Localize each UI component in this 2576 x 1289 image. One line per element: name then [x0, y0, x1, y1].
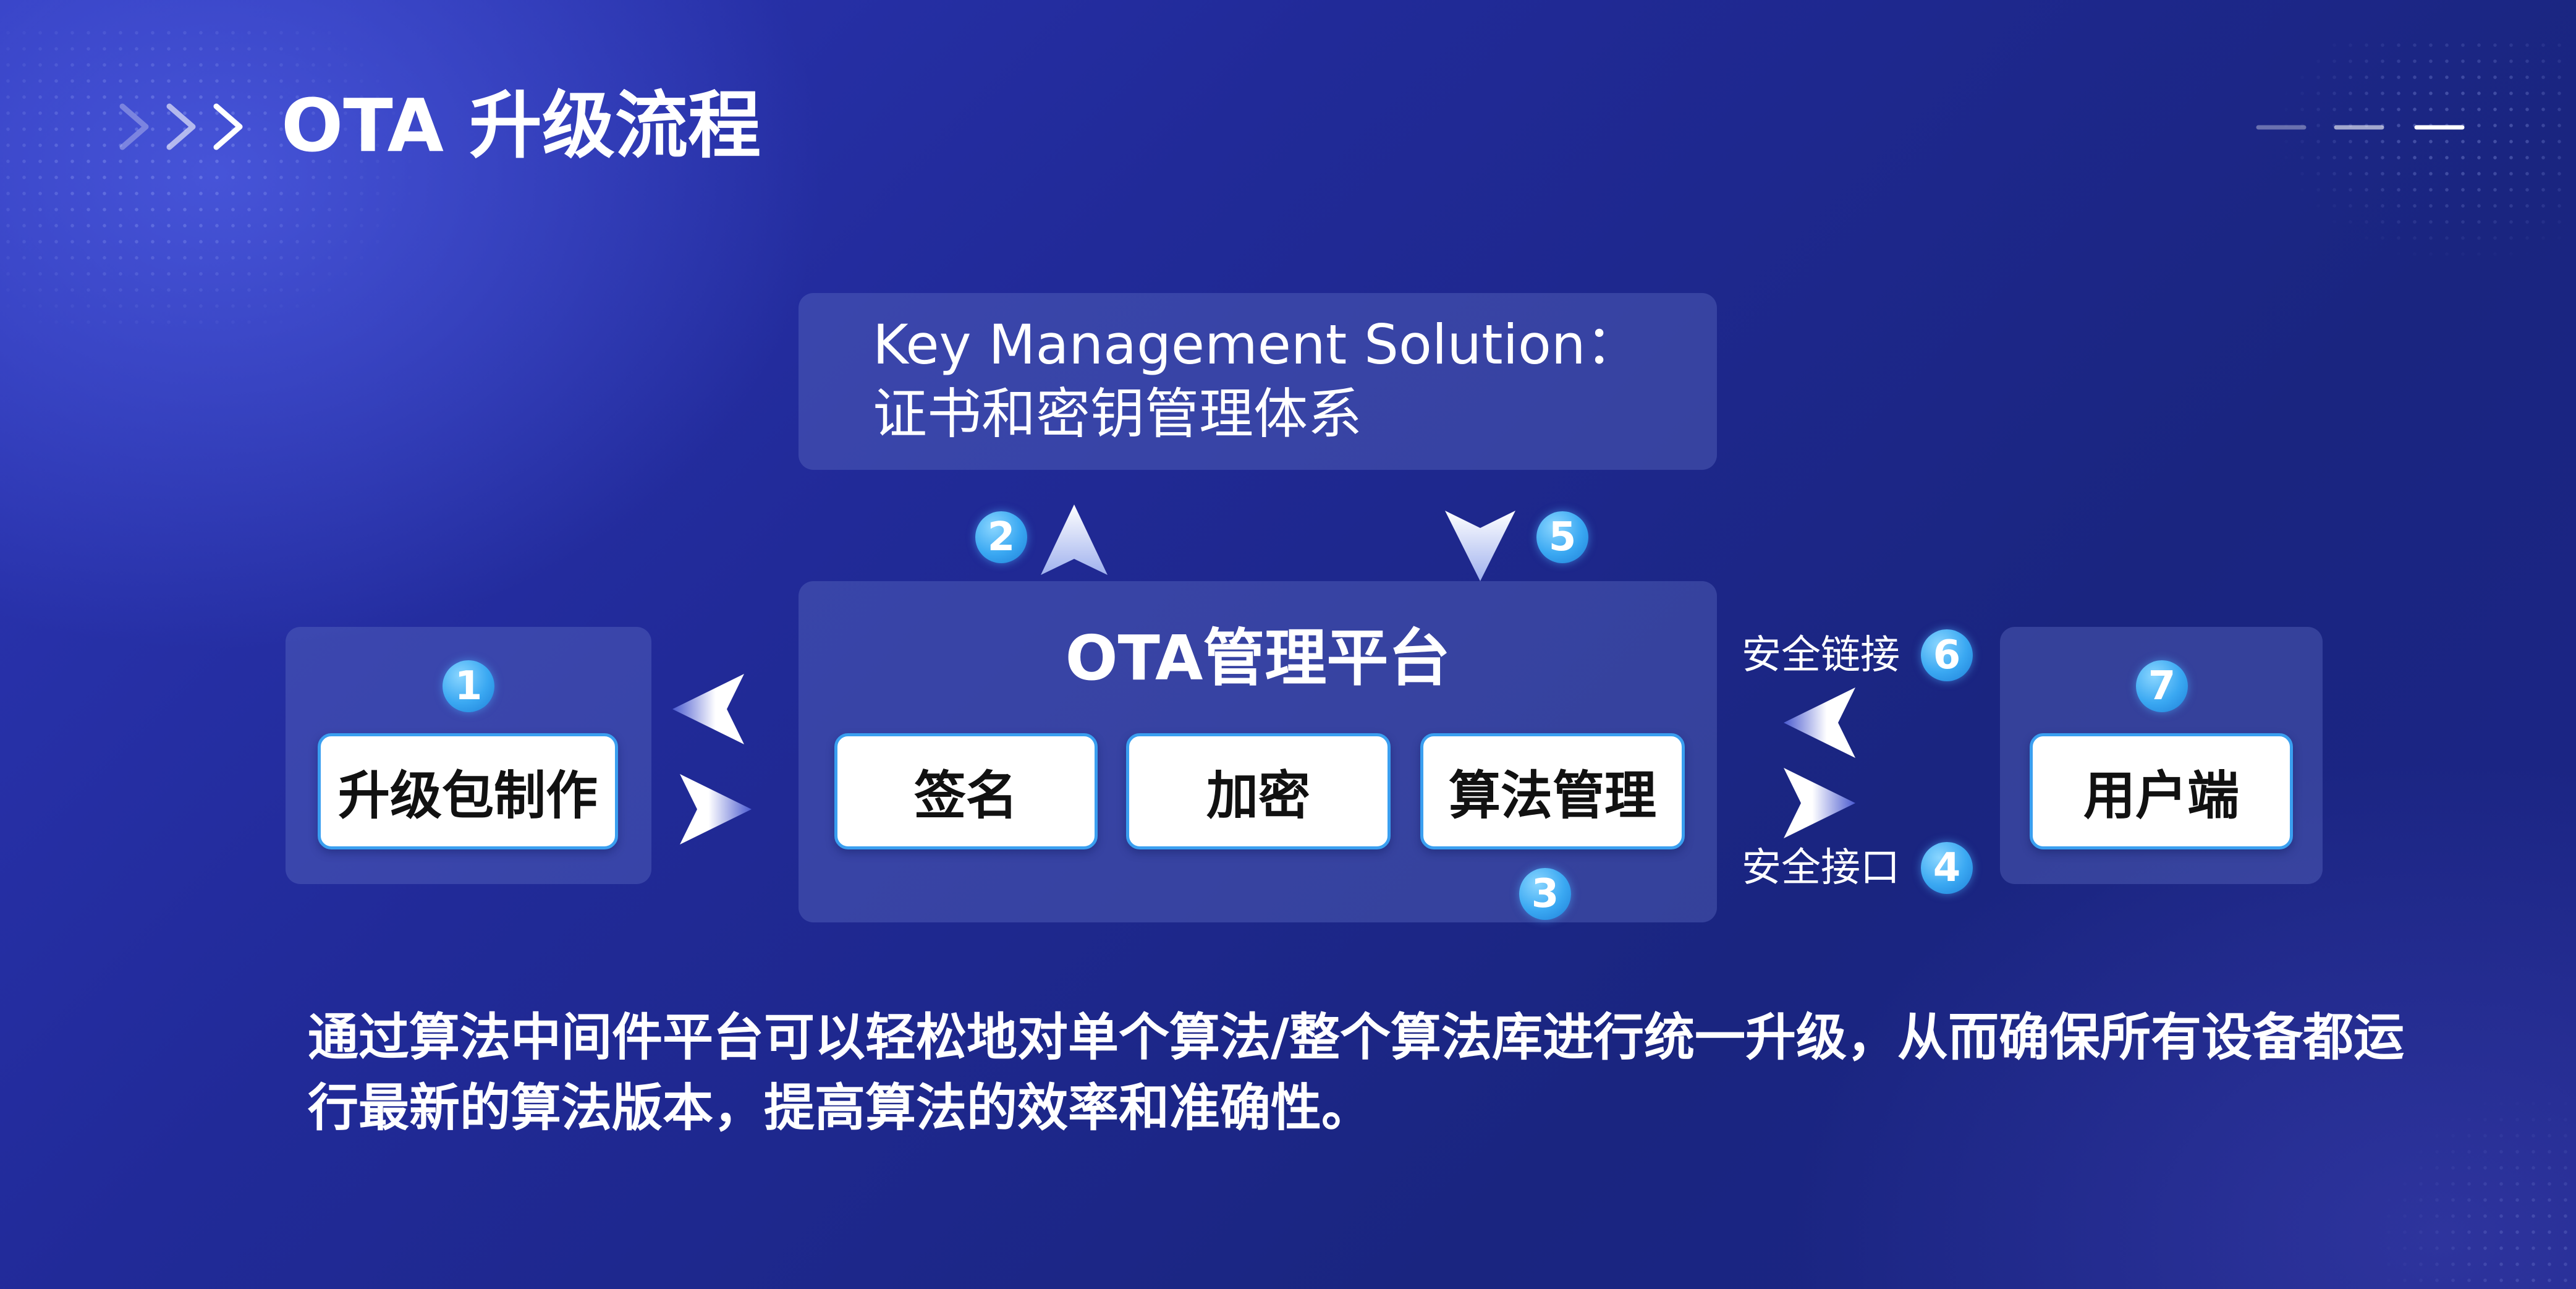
step-badge-1: 1 [443, 660, 494, 712]
step-badge-6: 6 [1921, 629, 1973, 681]
sign-module: 签名 [834, 733, 1098, 849]
description-text: 通过算法中间件平台可以轻松地对单个算法/整个算法库进行统一升级，从而确保所有设备… [308, 1008, 2404, 1138]
secure-interface-label: 安全接口 [1742, 845, 1900, 891]
step-badge-2: 2 [975, 511, 1027, 563]
arrow-left-icon [672, 674, 744, 744]
ota-platform-title: OTA管理平台 [1065, 622, 1451, 694]
upgrade-package-box: 升级包制作 [318, 733, 618, 849]
secure-link-label: 安全链接 [1742, 632, 1900, 678]
encrypt-module: 加密 [1126, 733, 1391, 849]
arrow-down-icon [1445, 511, 1515, 581]
page-title: OTA 升级流程 [281, 83, 761, 168]
arrow-up-icon [1041, 504, 1108, 575]
key-management-title: Key Management Solution： [873, 313, 1640, 376]
slide-indicator [2256, 125, 2465, 130]
key-management-panel [799, 293, 1717, 470]
decorative-dot-grid-right [2262, 37, 2571, 260]
step-badge-4: 4 [1921, 842, 1973, 894]
client-box: 用户端 [2030, 733, 2293, 849]
chevron-right-icon [119, 103, 243, 150]
key-management-subtitle: 证书和密钥管理体系 [873, 382, 1363, 446]
algorithm-management-module: 算法管理 [1420, 733, 1685, 849]
decorative-dot-grid-left [0, 25, 457, 334]
key-management-text: Key Management Solution： 证书和密钥管理体系 [873, 310, 1640, 449]
step-badge-5: 5 [1536, 511, 1588, 563]
step-badge-3: 3 [1519, 868, 1571, 920]
step-badge-7: 7 [2136, 660, 2188, 712]
arrow-right-icon [680, 774, 752, 844]
arrow-left-icon [1784, 687, 1855, 758]
arrow-right-icon [1784, 768, 1855, 838]
